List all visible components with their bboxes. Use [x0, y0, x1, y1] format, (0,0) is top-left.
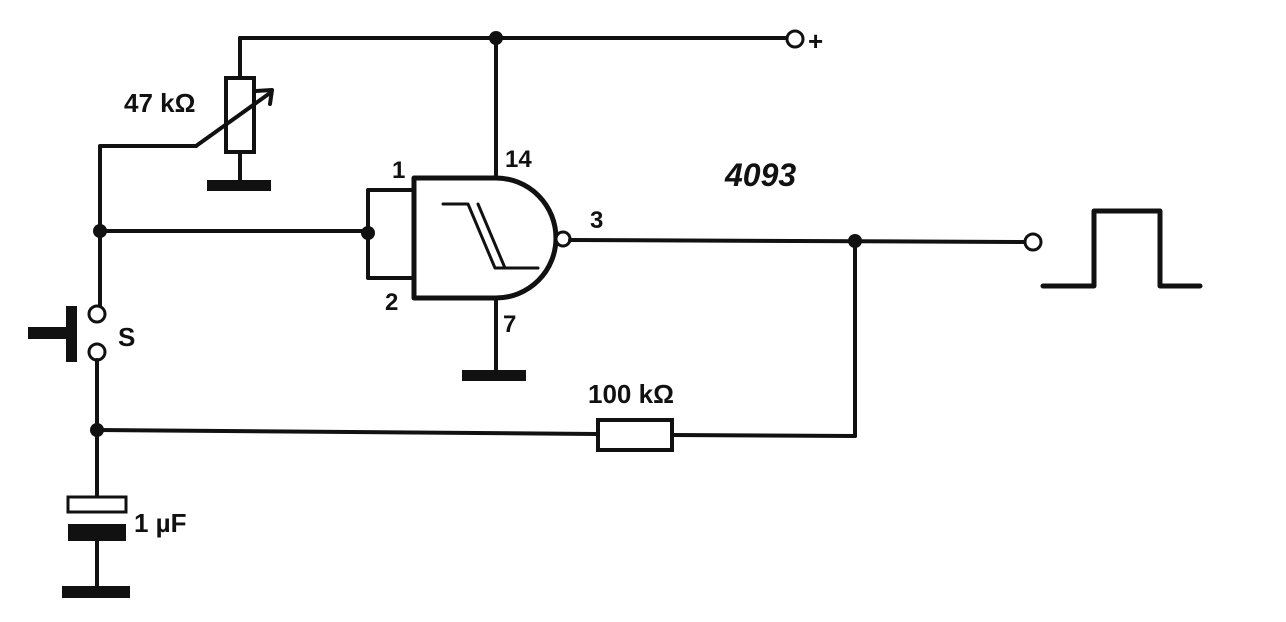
switch-contact-bottom — [87, 342, 107, 362]
potentiometer-ground — [207, 180, 271, 191]
pin-2-label: 2 — [385, 289, 398, 316]
switch-button — [66, 306, 77, 362]
supply-rail: + — [238, 26, 823, 56]
capacitor-plate-bottom — [68, 524, 126, 541]
supply-terminal — [785, 29, 805, 49]
potentiometer-47k: 47 kΩ — [98, 36, 274, 233]
switch-contact-top — [87, 304, 107, 324]
gate-inverter-bubble — [554, 230, 572, 248]
ic-part-label: 4093 — [724, 157, 796, 193]
resistor-label: 100 kΩ — [588, 379, 674, 409]
output-terminal — [1023, 232, 1043, 252]
pin-14-label: 14 — [505, 146, 532, 173]
push-switch-s: S — [28, 304, 135, 430]
gate-body — [411, 175, 559, 301]
capacitor-label: 1 µF — [134, 508, 187, 538]
gate-input-loop — [366, 188, 416, 280]
supply-label: + — [808, 26, 823, 56]
switch-label: S — [118, 322, 135, 352]
capacitor-ground — [62, 586, 130, 598]
gate-ground — [462, 370, 526, 381]
potentiometer-label: 47 kΩ — [124, 88, 195, 118]
pin-3-label: 3 — [590, 207, 603, 234]
pin-7-label: 7 — [503, 311, 516, 338]
capacitor-1uf: 1 µF — [62, 428, 187, 598]
resistor-body — [596, 418, 674, 452]
resistor-100k: 100 kΩ — [90, 379, 857, 452]
pin-1-label: 1 — [392, 157, 405, 184]
output-line — [568, 208, 1203, 438]
potentiometer-arrow — [254, 88, 274, 106]
nand-gate-4093: 14 1 2 3 7 4093 — [366, 36, 796, 381]
schmitt-symbol — [441, 202, 540, 270]
capacitor-plate-top — [66, 495, 128, 514]
square-wave-icon — [1040, 208, 1203, 289]
input-node — [93, 224, 375, 307]
